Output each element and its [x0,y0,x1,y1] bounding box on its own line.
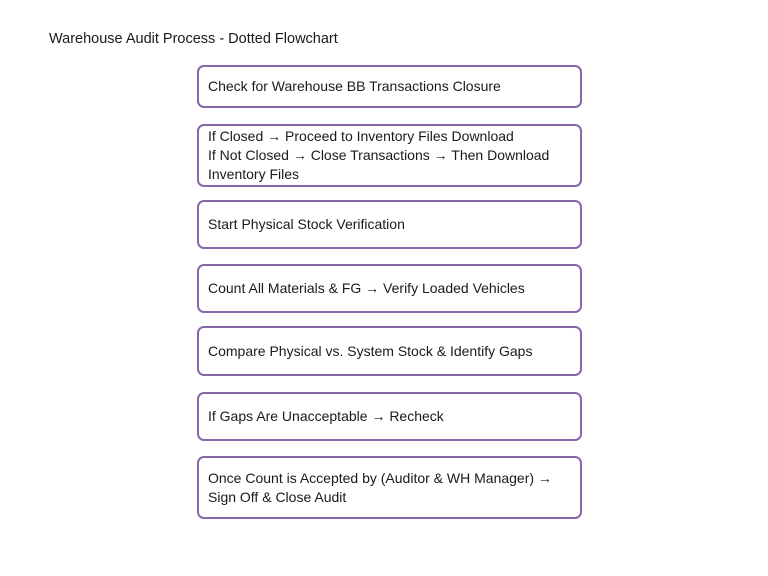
step-sign-off: Once Count is Accepted by (Auditor & WH … [197,456,582,519]
step-gaps-recheck: If Gaps Are Unacceptable → Recheck [197,392,582,441]
step-compare-stock: Compare Physical vs. System Stock & Iden… [197,326,582,376]
step-label: If Closed → Proceed to Inventory Files D… [208,128,550,182]
step-check-transactions-closure: Check for Warehouse BB Transactions Clos… [197,65,582,108]
step-label: Count All Materials & FG → Verify Loaded… [208,280,525,296]
step-closed-decision: If Closed → Proceed to Inventory Files D… [197,124,582,187]
step-label: Once Count is Accepted by (Auditor & WH … [208,469,552,505]
step-label: If Gaps Are Unacceptable → Recheck [208,408,444,424]
step-start-verification: Start Physical Stock Verification [197,200,582,249]
diagram-title: Warehouse Audit Process - Dotted Flowcha… [49,31,338,47]
step-label: Start Physical Stock Verification [208,216,405,232]
step-label: Check for Warehouse BB Transactions Clos… [208,78,501,94]
step-count-materials: Count All Materials & FG → Verify Loaded… [197,264,582,313]
step-label: Compare Physical vs. System Stock & Iden… [208,342,533,359]
